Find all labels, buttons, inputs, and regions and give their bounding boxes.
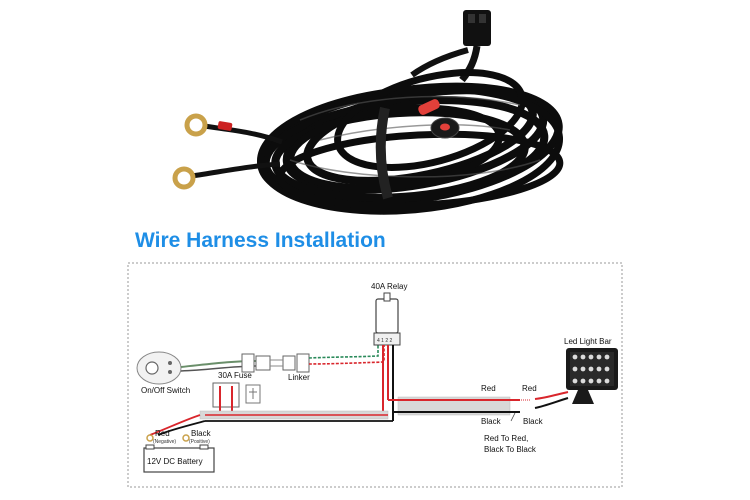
ring-terminal-bottom [172,166,196,190]
fuse-label: 30A Fuse [218,371,252,380]
fuse-box [212,382,240,408]
light-label-red: Red [522,384,537,393]
linker-label: Linker [288,373,310,382]
wire-harness-photo [172,10,564,215]
battery-terminal-red [146,434,154,442]
terminal-black-label: Black [191,429,212,438]
diagram-frame [127,262,623,488]
relay [373,292,401,346]
note-line-2: Black To Black [484,445,537,454]
note-line-1: Red To Red, [484,434,528,443]
light-bar-label: Led Light Bar [564,337,612,346]
spare-fuse [245,384,261,404]
led-light-bar [566,348,618,404]
ring-terminal-top [184,113,208,137]
switch-label: On/Off Switch [141,386,190,395]
wire-label-red: Red [481,384,496,393]
terminal-red-label: Red [155,429,170,438]
wire-sleeve-right [397,396,511,416]
light-label-black: Black [523,417,544,426]
terminal-red-sub: (Negative) [153,439,176,445]
terminal-black-sub: (Positive) [189,439,210,445]
battery [143,444,215,473]
battery-label: 12V DC Battery [147,457,203,466]
page-title: Wire Harness Installation [135,229,386,252]
linker-connector [241,353,310,373]
fuse-holder [418,99,440,115]
wire-label-black: Black [481,417,502,426]
relay-label: 40A Relay [371,282,407,291]
battery-terminal-black [182,434,190,442]
on-off-switch [136,351,182,385]
relay-pins: 4 1 2 2 [377,338,393,344]
